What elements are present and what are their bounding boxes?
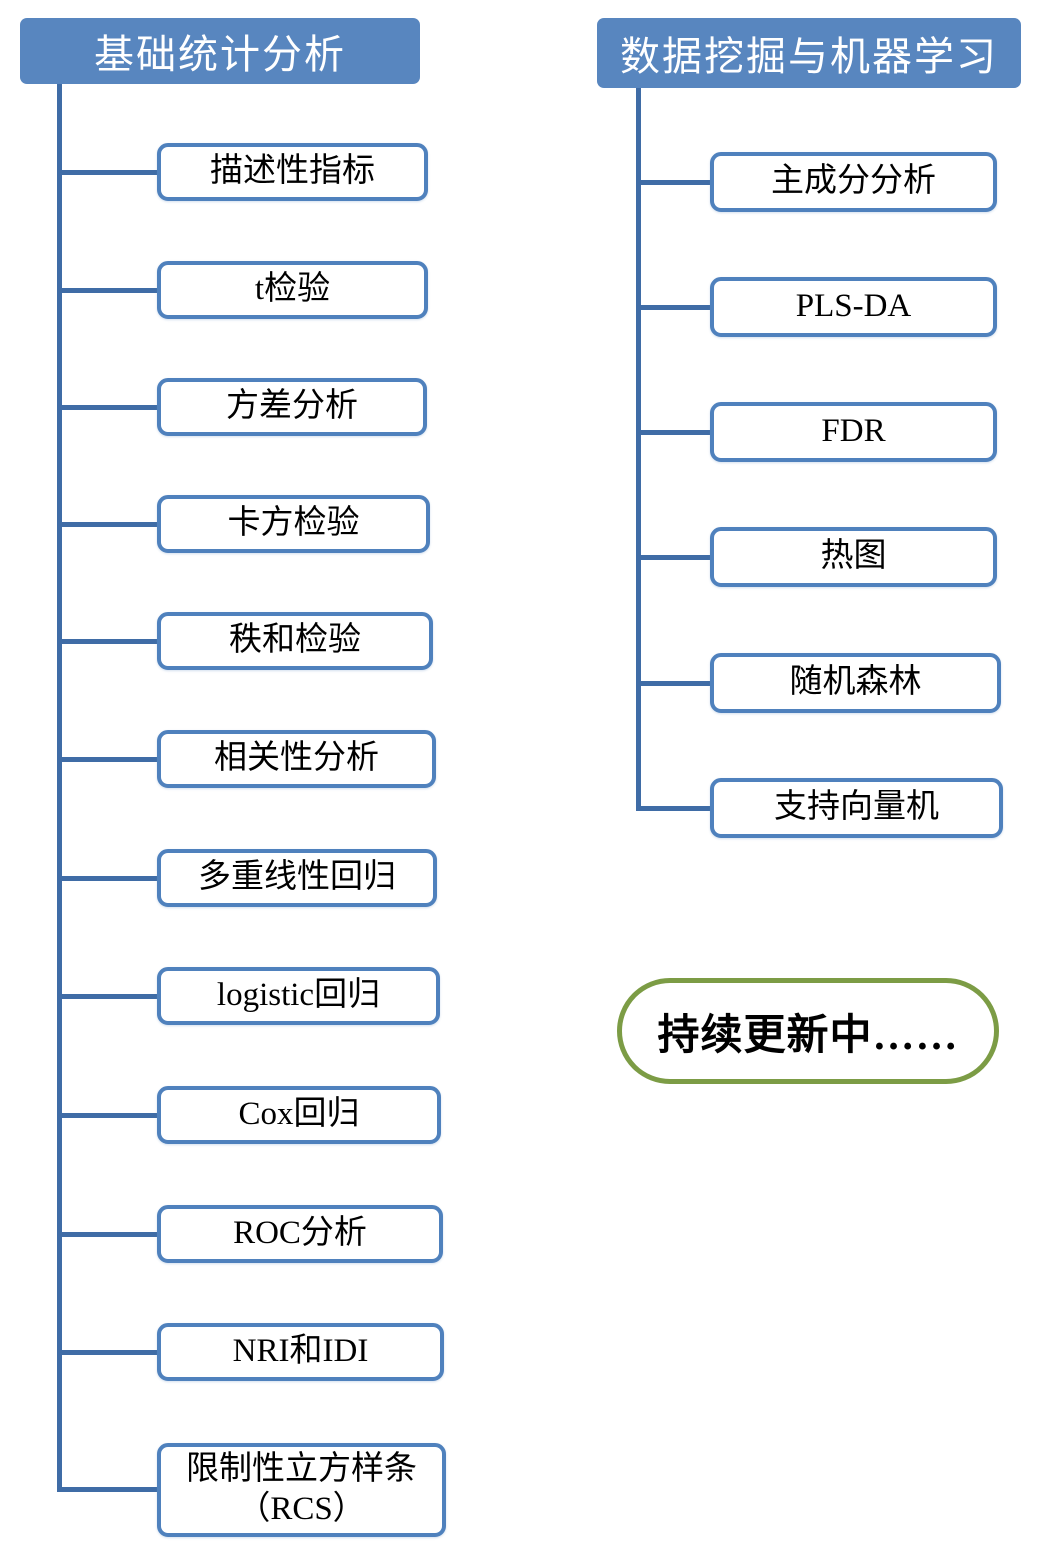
tree-node: 秩和检验	[157, 612, 433, 670]
connector-line	[57, 405, 157, 410]
connector-line	[57, 1350, 157, 1355]
connector-line	[57, 994, 157, 999]
tree-node: t检验	[157, 261, 428, 319]
tree-node: 描述性指标	[157, 143, 428, 201]
tree-node-label: logistic回归	[216, 977, 381, 1014]
tree-node-label: 限制性立方样条 （RCS）	[186, 1451, 417, 1527]
tree-root-data-mining-ml: 数据挖掘与机器学习	[597, 18, 1021, 88]
tree-node-label: 秩和检验	[229, 622, 361, 659]
connector-line	[57, 757, 157, 762]
tree-node: logistic回归	[157, 967, 440, 1025]
connector-line	[57, 1232, 157, 1237]
connector-line	[57, 639, 157, 644]
connector-line	[636, 180, 710, 185]
tree-node: 支持向量机	[710, 778, 1003, 838]
connector-line	[57, 1487, 157, 1492]
tree-node-label: 描述性指标	[210, 153, 375, 190]
tree-node-label: 卡方检验	[227, 505, 360, 542]
tree-node-label: 主成分分析	[771, 163, 936, 200]
connector-line	[636, 305, 710, 310]
tree-node: 方差分析	[157, 378, 427, 436]
tree-node-label: ROC分析	[233, 1215, 367, 1252]
tree-node: 主成分分析	[710, 152, 997, 212]
tree-node: NRI和IDI	[157, 1323, 444, 1381]
tree-node: 多重线性回归	[157, 849, 437, 907]
tree-node: 热图	[710, 527, 997, 587]
connector-line	[57, 288, 157, 293]
tree-root-label: 数据挖掘与机器学习	[620, 34, 998, 79]
tree-node-label: PLS-DA	[795, 288, 912, 325]
tree-node-label: Cox回归	[238, 1096, 360, 1133]
tree-node: 相关性分析	[157, 730, 436, 788]
connector-line	[636, 806, 710, 811]
tree-node-label: 支持向量机	[774, 789, 939, 826]
update-note-label: 持续更新中……	[657, 1012, 959, 1059]
tree-node-label: t检验	[254, 271, 331, 308]
connector-line	[57, 522, 157, 527]
tree-node-label: FDR	[821, 413, 886, 450]
tree-node-label: 相关性分析	[214, 740, 379, 777]
tree-node: PLS-DA	[710, 277, 997, 337]
tree-node-label: NRI和IDI	[232, 1333, 369, 1370]
connector-line	[57, 170, 157, 175]
tree-node: 限制性立方样条 （RCS）	[157, 1443, 446, 1537]
tree-node: 随机森林	[710, 653, 1001, 713]
connector-line	[57, 876, 157, 881]
connector-line	[636, 430, 710, 435]
update-note-bubble: 持续更新中……	[617, 978, 999, 1084]
connector-line	[57, 1113, 157, 1118]
connector-line	[636, 555, 710, 560]
right-trunk-line	[636, 88, 641, 810]
tree-node-label: 多重线性回归	[198, 859, 396, 896]
left-trunk-line	[57, 84, 62, 1492]
tree-root-label: 基础统计分析	[94, 32, 346, 77]
tree-root-basic-statistics: 基础统计分析	[20, 18, 420, 84]
tree-node-label: 热图	[820, 538, 887, 575]
tree-node: ROC分析	[157, 1205, 443, 1263]
tree-node: Cox回归	[157, 1086, 441, 1144]
connector-line	[636, 681, 710, 686]
tree-node-label: 方差分析	[226, 388, 358, 425]
tree-node-label: 随机森林	[789, 664, 922, 701]
tree-node: 卡方检验	[157, 495, 430, 553]
tree-node: FDR	[710, 402, 997, 462]
